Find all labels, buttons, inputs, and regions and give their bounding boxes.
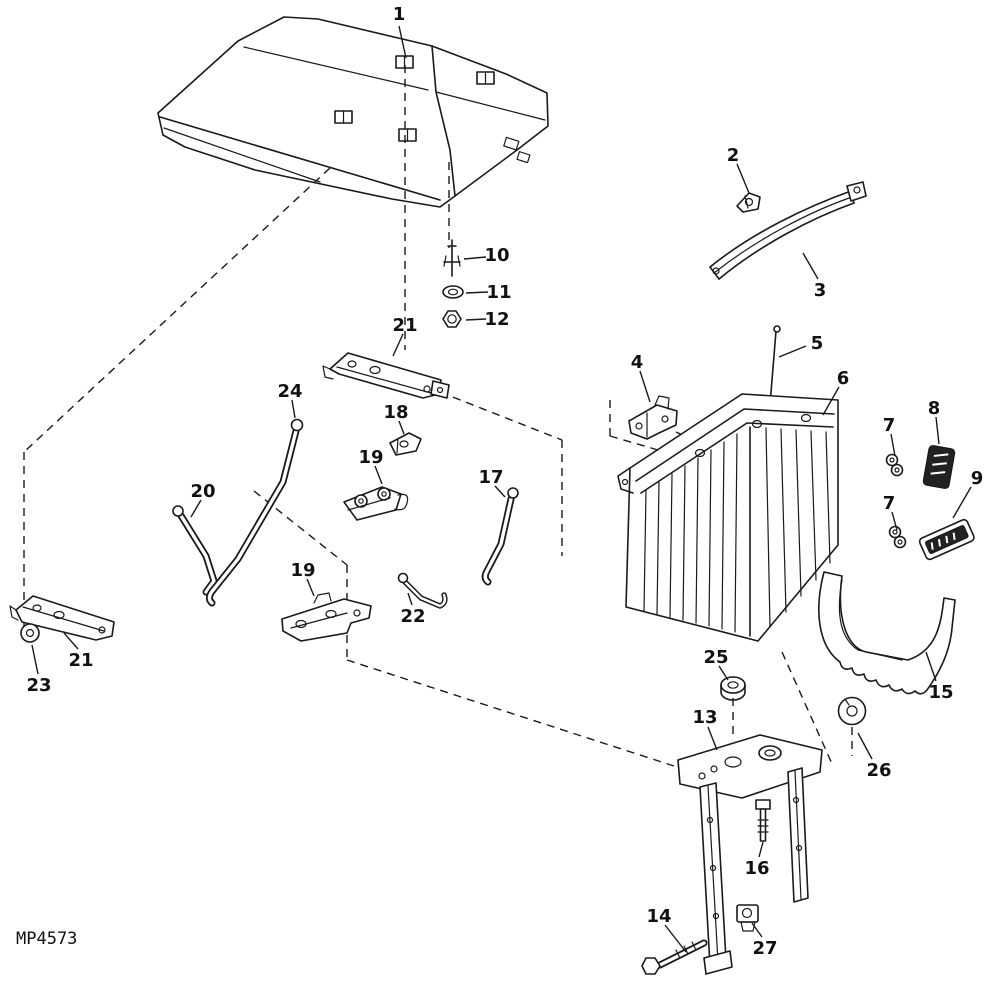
- callout-14: 14: [646, 906, 671, 927]
- nut-pair-lower: [888, 525, 907, 549]
- dashed-guides: [23, 65, 853, 767]
- front-emblem: [922, 445, 956, 489]
- hinge-rail-lower: [9, 595, 115, 641]
- callout-21-upper: 21: [392, 315, 417, 336]
- carriage-bolt: [755, 799, 771, 842]
- hinge-rail-upper: [322, 352, 450, 399]
- bushing: [720, 676, 746, 701]
- hood: [157, 16, 549, 208]
- latch-bracket: [628, 395, 678, 440]
- callout-27: 27: [752, 938, 777, 959]
- callout-leaders: [31, 25, 972, 953]
- callout-15: 15: [928, 682, 953, 703]
- hex-nut: [442, 310, 462, 328]
- grommet-right: [837, 696, 867, 726]
- callout-19-lower: 19: [290, 560, 315, 581]
- callout-20: 20: [190, 481, 215, 502]
- callout-21-lower: 21: [68, 650, 93, 671]
- callout-6: 6: [837, 368, 850, 389]
- callout-16: 16: [744, 858, 769, 879]
- latch-plate: [281, 592, 372, 642]
- callout-26: 26: [866, 760, 891, 781]
- callout-11: 11: [486, 282, 511, 303]
- nut-pair-upper: [885, 453, 904, 477]
- washer: [442, 285, 464, 299]
- wing-bolt: [443, 239, 461, 277]
- callout-12: 12: [484, 309, 509, 330]
- callout-2: 2: [727, 145, 740, 166]
- model-emblem: [918, 518, 975, 561]
- callout-8: 8: [928, 398, 941, 419]
- callout-17: 17: [478, 467, 503, 488]
- callout-18: 18: [383, 402, 408, 423]
- callout-3: 3: [814, 280, 827, 301]
- clip-bracket: [736, 192, 761, 213]
- callout-22: 22: [400, 606, 425, 627]
- callout-7-upper: 7: [883, 415, 896, 436]
- callout-10: 10: [484, 245, 509, 266]
- support-bracket: [677, 734, 823, 975]
- serrated-bracket: [818, 571, 956, 695]
- callout-19-upper: 19: [358, 447, 383, 468]
- callout-9: 9: [971, 468, 984, 489]
- keeper-clip: [389, 432, 422, 456]
- callout-4: 4: [631, 352, 644, 373]
- clip-nut: [736, 904, 759, 932]
- callout-1: 1: [393, 4, 406, 25]
- figure-code: MP4573: [16, 929, 77, 949]
- callout-24: 24: [277, 381, 302, 402]
- callouts: 1 2 3 4 5 6 7 8 7 9 10 11 12 13 14 15 16…: [26, 4, 983, 959]
- hex-bolt: [641, 939, 708, 975]
- hook-rod: [397, 572, 448, 609]
- grommet-left: [20, 623, 40, 643]
- lift-handle: [709, 181, 867, 280]
- callout-13: 13: [692, 707, 717, 728]
- callout-25: 25: [703, 647, 728, 668]
- latch-assembly: [343, 486, 409, 521]
- callout-7-lower: 7: [883, 493, 896, 514]
- bent-rod-short: [172, 505, 218, 596]
- bent-rod-long: [205, 418, 304, 607]
- callout-5: 5: [811, 333, 824, 354]
- link-rod: [481, 487, 519, 586]
- callout-23: 23: [26, 675, 51, 696]
- grille-screen: [617, 393, 839, 642]
